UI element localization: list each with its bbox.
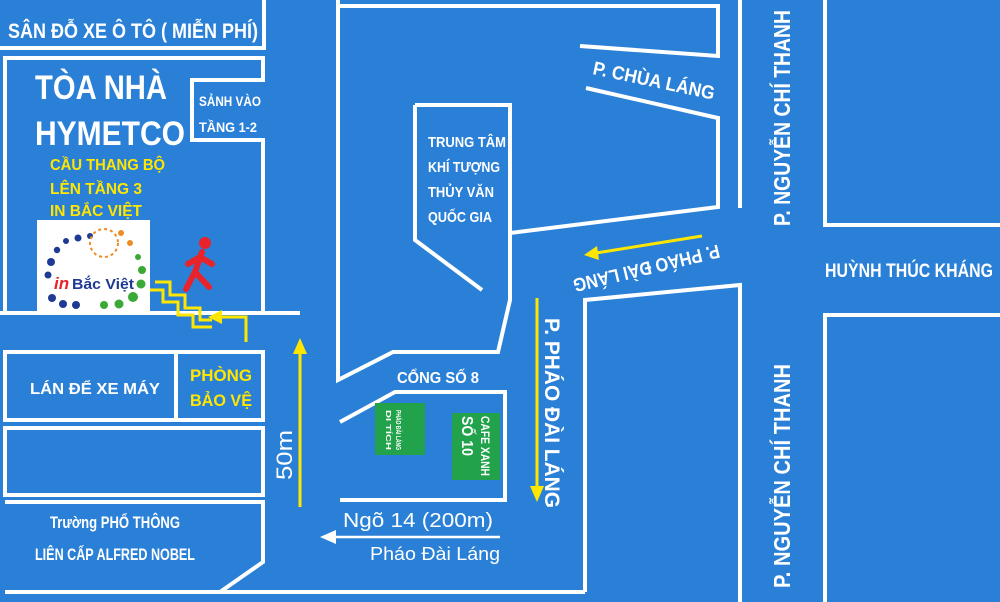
logo-name: Bắc Việt xyxy=(72,275,134,293)
guard-room-line1: PHÒNG xyxy=(190,366,252,385)
stairs-note-line1: CẦU THANG BỘ xyxy=(50,155,165,174)
cafe-marker-line1: SỐ 10 xyxy=(458,416,478,456)
building-name-line2: HYMETCO xyxy=(35,115,185,153)
alley-label: Ngõ 14 (200m) xyxy=(343,510,493,532)
stairs-note-line2: LÊN TẦNG 3 xyxy=(50,179,142,198)
building-name-line1: TÒA NHÀ xyxy=(35,69,167,107)
lobby-label-line2: TẦNG 1-2 xyxy=(199,119,257,135)
arrow-up-icon xyxy=(293,338,307,507)
school-label-line1: Trường PHỔ THÔNG xyxy=(50,513,180,532)
logo-prefix: in xyxy=(54,274,69,293)
alley-street-label: Pháo Đài Láng xyxy=(370,544,500,564)
guard-room-line2: BẢO VỆ xyxy=(190,391,252,410)
stairs-note-line3: IN BẮC VIỆT xyxy=(50,201,142,220)
street-phao-dai-lang-vertical: P. PHÁO ĐÀI LÁNG xyxy=(540,318,563,508)
street-nguyen-chi-thanh-north: P. NGUYỄN CHÍ THANH xyxy=(767,10,795,226)
relic-marker xyxy=(375,403,425,455)
gate-label: CỔNG SỐ 8 xyxy=(397,367,479,387)
logo-dots xyxy=(44,228,146,309)
relic-marker-line2: PHÁO ĐÀI LÁNG xyxy=(394,410,403,450)
street-nguyen-chi-thanh-south: P. NGUYỄN CHÍ THANH xyxy=(767,364,795,588)
arrow-down-icon xyxy=(530,298,544,502)
in-bac-viet-logo: in Bắc Việt xyxy=(37,220,150,313)
stairs-icon xyxy=(150,280,212,329)
weather-center-line1: TRUNG TÂM xyxy=(428,133,506,151)
arrow-left-icon xyxy=(320,530,500,544)
weather-center-line2: KHÍ TƯỢNG xyxy=(428,159,500,176)
running-person-icon xyxy=(183,237,215,292)
distance-label: 50m xyxy=(272,430,297,480)
arrow-left-icon xyxy=(584,234,703,260)
school-label-line2: LIÊN CẤP ALFRED NOBEL xyxy=(35,545,195,564)
relic-marker-line1: DI TÍCH xyxy=(384,410,393,450)
motorbike-parking-label: LÁN ĐỂ XE MÁY xyxy=(30,379,160,398)
street-huynh-thuc-khang: HUỲNH THÚC KHÁNG xyxy=(825,260,993,282)
cafe-marker xyxy=(452,413,500,480)
lobby-label-line1: SẢNH VÀO xyxy=(199,93,261,109)
weather-center-line4: QUỐC GIA xyxy=(428,208,492,226)
arrow-left-icon xyxy=(208,310,248,342)
cafe-marker-line2: CAFE XANH xyxy=(478,416,492,476)
weather-center-line3: THỦY VĂN xyxy=(428,183,494,201)
car-parking-label: SÂN ĐỖ XE Ô TÔ ( MIỄN PHÍ) xyxy=(8,19,258,43)
